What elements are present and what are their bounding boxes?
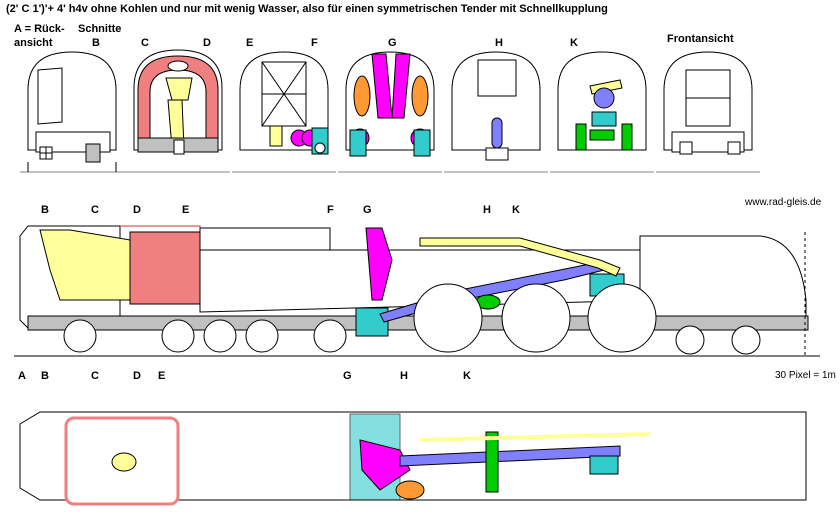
cut-marker-top-f: F (327, 204, 334, 216)
view-label-front: Frontansicht (667, 33, 734, 45)
cut-marker-top-d: D (133, 204, 141, 216)
top-view (19, 411, 807, 506)
section-cd-firebox (124, 49, 230, 173)
view-label-h: H (495, 37, 503, 49)
view-label-c: C (141, 37, 149, 49)
cut-marker-top-g: G (363, 204, 372, 216)
section-g-cylinders (338, 51, 442, 173)
section-k-front-cylinders (550, 51, 654, 173)
cut-marker-top-c: C (91, 204, 99, 216)
view-label-f: F (311, 37, 318, 49)
view-label-k: K (570, 37, 578, 49)
cut-marker-bottom-d: D (133, 370, 141, 382)
cut-marker-bottom-a: A (18, 370, 26, 382)
scale-note: 30 Pixel = 1m (775, 370, 836, 381)
credit-text: www.rad-gleis.de (745, 197, 822, 208)
cut-marker-top-b: B (41, 204, 49, 216)
cut-marker-top-h: H (483, 204, 491, 216)
cut-marker-top-e: E (182, 204, 190, 216)
cut-marker-bottom-h: H (400, 370, 408, 382)
view-label-d: D (203, 37, 211, 49)
cut-marker-top-k: K (512, 204, 520, 216)
cut-marker-bottom-e: E (158, 370, 166, 382)
section-h-smokebox (444, 51, 548, 173)
cut-marker-bottom-g: G (343, 370, 352, 382)
view-label-a1: A = Rück- (14, 23, 65, 35)
view-label-g: G (388, 37, 397, 49)
view-label-a2: ansicht (14, 37, 53, 49)
diagram-title: (2' C 1')'+ 4' h4v ohne Kohlen und nur m… (6, 3, 608, 15)
cut-marker-bottom-b: B (41, 370, 49, 382)
cut-marker-bottom-c: C (91, 370, 99, 382)
section-ef-boiler (232, 51, 336, 173)
side-view (14, 225, 820, 357)
view-label-schnitte: Schnitte (78, 23, 122, 35)
section-a-rear-view (20, 51, 124, 173)
view-label-b: B (92, 37, 100, 49)
cut-marker-bottom-k: K (463, 370, 471, 382)
section-front-view (656, 51, 760, 173)
view-label-e: E (246, 37, 254, 49)
